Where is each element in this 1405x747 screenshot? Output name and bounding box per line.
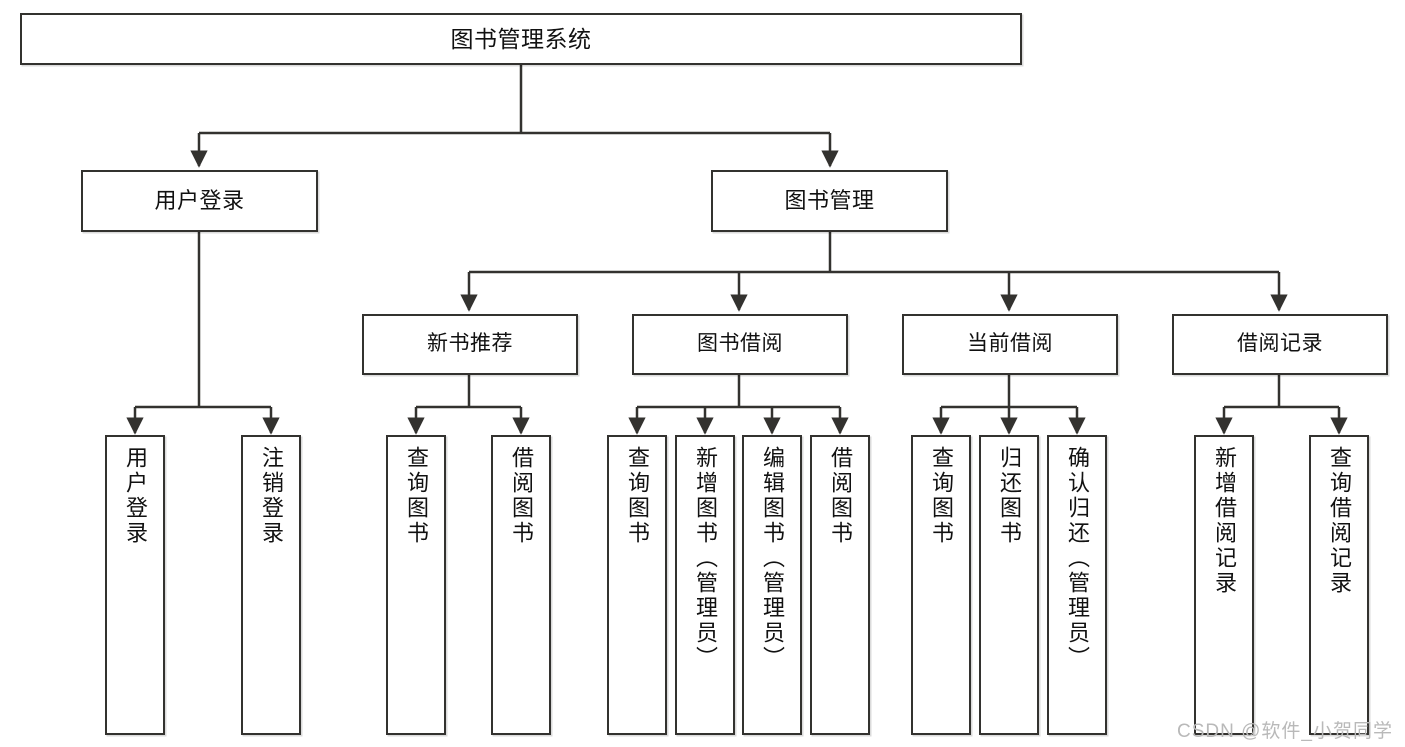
node-label: 用户登录 bbox=[123, 446, 148, 546]
node-label: 查询借阅记录 bbox=[1327, 446, 1352, 596]
leaf-add-book-admin[interactable]: 新增图书（管理员） bbox=[675, 435, 735, 735]
node-label: 新书推荐 bbox=[427, 332, 513, 356]
node-label: 新增借阅记录 bbox=[1212, 446, 1237, 596]
node-user-login[interactable]: 用户登录 bbox=[81, 170, 318, 232]
leaf-query-book-current[interactable]: 查询图书 bbox=[911, 435, 971, 735]
watermark-text: CSDN @软件_小贺同学 bbox=[1177, 721, 1393, 742]
leaf-query-borrow-record[interactable]: 查询借阅记录 bbox=[1309, 435, 1369, 735]
node-current-borrow[interactable]: 当前借阅 bbox=[902, 314, 1118, 375]
leaf-return-book[interactable]: 归还图书 bbox=[979, 435, 1039, 735]
node-new-book-recommend[interactable]: 新书推荐 bbox=[362, 314, 578, 375]
node-label: 注销登录 bbox=[259, 446, 284, 546]
node-label: 用户登录 bbox=[154, 188, 245, 214]
node-label: 当前借阅 bbox=[967, 332, 1053, 356]
node-label: 借阅图书 bbox=[828, 446, 853, 546]
node-label: 查询图书 bbox=[625, 446, 650, 546]
leaf-confirm-return-admin[interactable]: 确认归还（管理员） bbox=[1047, 435, 1107, 735]
node-label: 新增图书（管理员） bbox=[693, 446, 718, 671]
node-label: 借阅图书 bbox=[509, 446, 534, 546]
node-book-management[interactable]: 图书管理 bbox=[711, 170, 948, 232]
node-book-management-system[interactable]: 图书管理系统 bbox=[20, 13, 1022, 65]
node-label: 查询图书 bbox=[929, 446, 954, 546]
node-label: 归还图书 bbox=[997, 446, 1022, 546]
node-label: 查询图书 bbox=[404, 446, 429, 546]
node-label: 确认归还（管理员） bbox=[1065, 446, 1090, 671]
node-label: 图书管理系统 bbox=[450, 25, 592, 52]
node-label: 编辑图书（管理员） bbox=[760, 446, 785, 671]
leaf-edit-book-admin[interactable]: 编辑图书（管理员） bbox=[742, 435, 802, 735]
leaf-borrow-book[interactable]: 借阅图书 bbox=[810, 435, 870, 735]
leaf-user-login[interactable]: 用户登录 bbox=[105, 435, 165, 735]
leaf-add-borrow-record[interactable]: 新增借阅记录 bbox=[1194, 435, 1254, 735]
node-book-borrow[interactable]: 图书借阅 bbox=[632, 314, 848, 375]
node-label: 图书管理 bbox=[784, 188, 875, 214]
node-label: 图书借阅 bbox=[697, 332, 783, 356]
node-borrow-records[interactable]: 借阅记录 bbox=[1172, 314, 1388, 375]
node-label: 借阅记录 bbox=[1237, 332, 1323, 356]
leaf-borrow-book-recommend[interactable]: 借阅图书 bbox=[491, 435, 551, 735]
leaf-query-book-recommend[interactable]: 查询图书 bbox=[386, 435, 446, 735]
leaf-logout-login[interactable]: 注销登录 bbox=[241, 435, 301, 735]
leaf-query-book-borrow[interactable]: 查询图书 bbox=[607, 435, 667, 735]
